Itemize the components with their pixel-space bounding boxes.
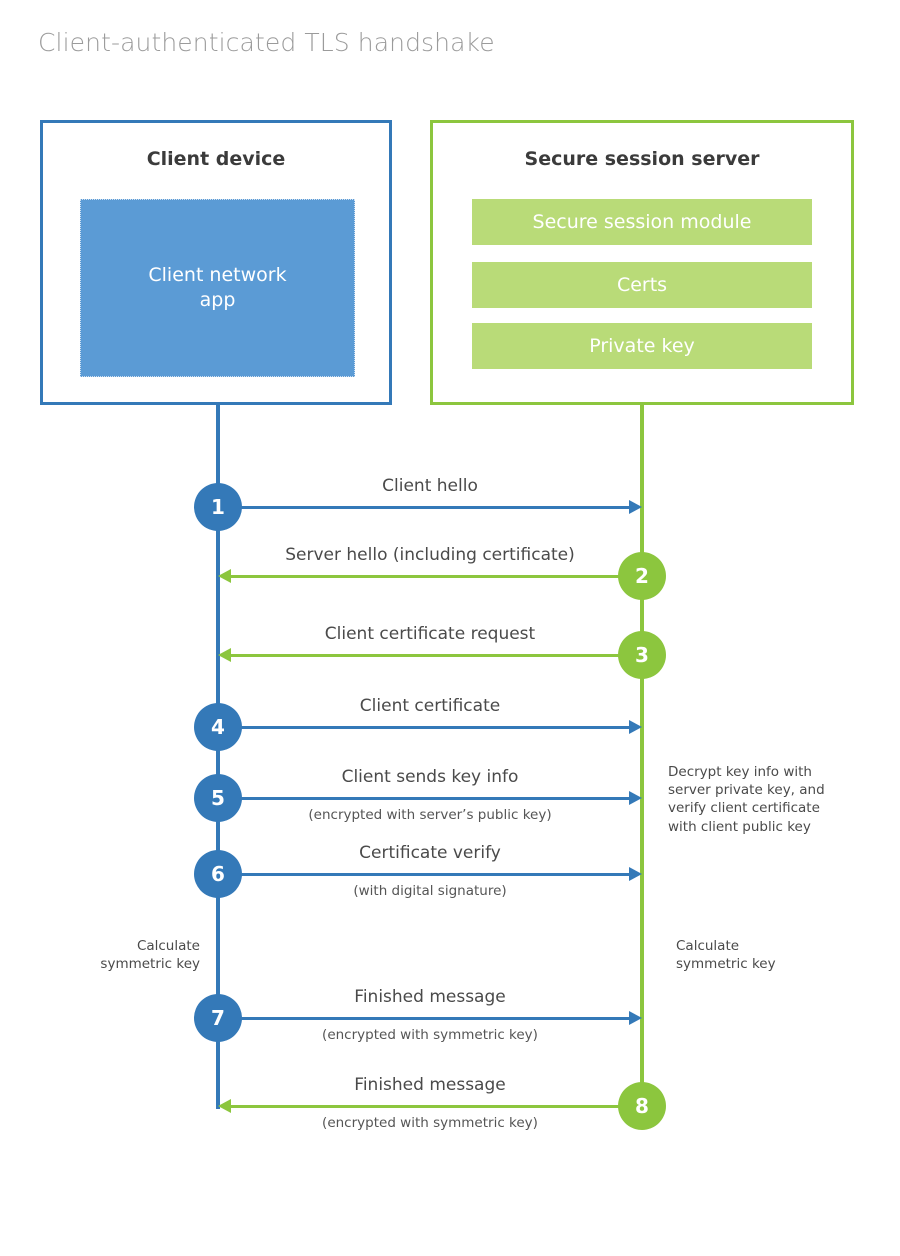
- note-server-decrypt-key-info: Decrypt key info with server private key…: [668, 764, 825, 835]
- note-server-calculate-symmetric-key: Calculate symmetric key: [676, 938, 776, 973]
- arrow-head-icon: [218, 569, 231, 583]
- secure-session-server-box: Secure session server Secure session mod…: [430, 120, 854, 405]
- arrow-head-icon: [629, 1011, 642, 1025]
- step-number: 8: [635, 1094, 649, 1118]
- step-badge-6[interactable]: 6: [194, 850, 242, 898]
- step-badge-5[interactable]: 5: [194, 774, 242, 822]
- message-label: Server hello (including certificate): [285, 545, 575, 565]
- server-component-secure-session-module: Secure session module: [472, 199, 812, 245]
- step-number: 4: [211, 715, 225, 739]
- message-label: Finished message: [354, 1075, 506, 1095]
- arrow-head-icon: [629, 791, 642, 805]
- message-arrow-line: [229, 654, 642, 657]
- step-badge-1[interactable]: 1: [194, 483, 242, 531]
- message-label: Client hello: [382, 476, 478, 496]
- message-sublabel: (encrypted with server’s public key): [308, 807, 552, 823]
- note-client-calculate-symmetric-key: Calculate symmetric key: [100, 938, 200, 973]
- message-sublabel: (encrypted with symmetric key): [322, 1027, 538, 1043]
- step-number: 3: [635, 643, 649, 667]
- message-label: Client sends key info: [341, 767, 519, 787]
- message-arrow-line: [218, 873, 631, 876]
- arrow-head-icon: [629, 500, 642, 514]
- message-sublabel: (encrypted with symmetric key): [322, 1115, 538, 1131]
- server-component-private-key: Private key: [472, 323, 812, 369]
- page-title: Client-authenticated TLS handshake: [38, 28, 495, 57]
- arrow-head-icon: [629, 867, 642, 881]
- client-network-app-block: Client network app: [80, 199, 355, 377]
- message-arrow-line: [218, 506, 631, 509]
- client-device-box: Client device Client network app: [40, 120, 392, 405]
- message-arrow-line: [229, 1105, 642, 1108]
- server-lifeline: [640, 403, 644, 1107]
- step-badge-3[interactable]: 3: [618, 631, 666, 679]
- message-arrow-line: [218, 797, 631, 800]
- step-number: 1: [211, 495, 225, 519]
- arrow-head-icon: [218, 648, 231, 662]
- step-badge-2[interactable]: 2: [618, 552, 666, 600]
- client-network-app-label: Client network app: [148, 263, 287, 311]
- client-device-title: Client device: [146, 148, 286, 170]
- step-badge-4[interactable]: 4: [194, 703, 242, 751]
- step-number: 5: [211, 786, 225, 810]
- message-sublabel: (with digital signature): [353, 883, 507, 899]
- server-component-label: Secure session module: [532, 211, 752, 233]
- message-label: Client certificate request: [324, 624, 536, 644]
- step-number: 6: [211, 862, 225, 886]
- message-label: Certificate verify: [359, 843, 501, 863]
- server-component-label: Certs: [616, 274, 668, 296]
- message-arrow-line: [218, 726, 631, 729]
- message-label: Finished message: [354, 987, 506, 1007]
- step-number: 7: [211, 1006, 225, 1030]
- arrow-head-icon: [629, 720, 642, 734]
- message-arrow-line: [218, 1017, 631, 1020]
- message-arrow-line: [229, 575, 642, 578]
- secure-session-server-title: Secure session server: [524, 148, 760, 170]
- client-lifeline: [216, 403, 220, 1109]
- step-badge-7[interactable]: 7: [194, 994, 242, 1042]
- server-component-certs: Certs: [472, 262, 812, 308]
- arrow-head-icon: [218, 1099, 231, 1113]
- step-number: 2: [635, 564, 649, 588]
- server-component-label: Private key: [589, 335, 695, 357]
- message-label: Client certificate: [359, 696, 501, 716]
- step-badge-8[interactable]: 8: [618, 1082, 666, 1130]
